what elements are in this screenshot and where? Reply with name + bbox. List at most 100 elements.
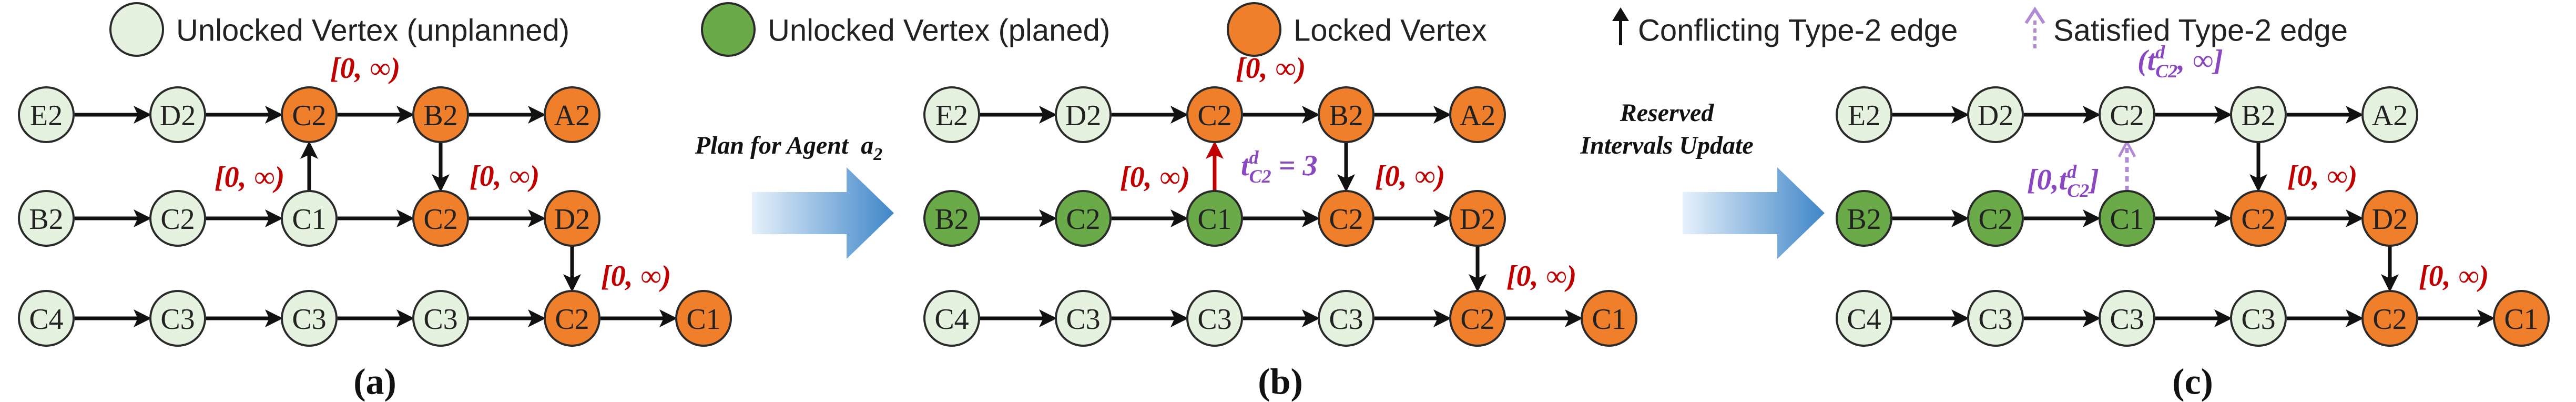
vertex-label: C1: [1592, 303, 1626, 336]
vertex-circle: [1581, 290, 1637, 347]
vertex-label: C2: [1460, 303, 1494, 336]
legend-unplanned-swatch: [109, 2, 164, 57]
vertex-c1-planned: C1: [2099, 190, 2155, 247]
legend-unplanned-label: Unlocked Vertex (unplanned): [176, 14, 569, 48]
vertex-b2-locked: B2: [1318, 86, 1374, 143]
vertex-label: C4: [934, 303, 969, 336]
conflicting-edge-icon: [1612, 7, 1629, 45]
step-reserve-arrow: [1683, 167, 1825, 259]
vertex-label: B2: [423, 99, 457, 132]
vertex-label: C2: [1197, 99, 1231, 132]
vertex-circle: [544, 86, 600, 143]
vertex-c2-locked: C2: [412, 190, 469, 247]
vertex-label: C1: [2504, 303, 2538, 336]
panel-caption: (b): [1258, 362, 1303, 402]
vertex-d2-locked: D2: [1449, 190, 1506, 247]
vertex-c1-unplanned: C1: [281, 190, 338, 247]
interval-c2-bottom: [0, ∞): [2419, 260, 2489, 293]
vertex-label: C4: [1847, 303, 1881, 336]
vertex-circle: [1836, 190, 1892, 247]
vertex-label: C2: [2373, 303, 2407, 336]
vertex-circle: [923, 290, 980, 347]
vertex-c2-locked: C2: [1318, 190, 1374, 247]
vertex-c3-unplanned: C3: [1318, 290, 1374, 347]
vertex-c2-locked: C2: [281, 86, 338, 143]
vertex-circle: [1318, 290, 1374, 347]
vertex-b2-unplanned: B2: [2230, 86, 2287, 143]
vertex-circle: [2361, 290, 2418, 347]
vertex-label: C4: [29, 303, 63, 336]
legend-locked-label: Locked Vertex: [1294, 14, 1487, 48]
legend-conflicting-label: Conflicting Type-2 edge: [1638, 14, 1958, 48]
vertex-label: E2: [1848, 99, 1880, 132]
vertex-c2-planned: C2: [1055, 190, 1112, 247]
vertex-c3-unplanned: C3: [281, 290, 338, 347]
panel-caption: (a): [353, 362, 396, 402]
vertex-c3-unplanned: C3: [149, 290, 206, 347]
legend-planned-label: Unlocked Vertex (planed): [768, 14, 1110, 48]
legend: Unlocked Vertex (unplanned) Unlocked Ver…: [109, 2, 2348, 57]
vertex-c3-unplanned: C3: [1186, 290, 1243, 347]
vertex-label: B2: [934, 203, 969, 236]
vertex-circle: [412, 290, 469, 347]
vertex-circle: [2361, 190, 2418, 247]
vertex-circle: [2099, 86, 2155, 143]
vertex-a2-locked: A2: [544, 86, 600, 143]
vertex-circle: [412, 86, 469, 143]
legend-locked-swatch: [1227, 2, 1281, 57]
vertex-label: C1: [686, 303, 720, 336]
vertex-label: C2: [160, 203, 195, 236]
vertex-label: A2: [1460, 99, 1495, 132]
vertex-label: C3: [292, 303, 326, 336]
vertex-d2-locked: D2: [544, 190, 600, 247]
step-reserve: Reserved Intervals Update: [1580, 99, 1825, 259]
vertex-label: C3: [423, 303, 457, 336]
vertex-circle: [1967, 190, 2024, 247]
vertex-b2-planned: B2: [1836, 190, 1892, 247]
interval-c2-bottom: [0, ∞): [601, 260, 671, 293]
vertex-circle: [1055, 290, 1112, 347]
vertex-c3-unplanned: C3: [2230, 290, 2287, 347]
step-reserve-line2: Intervals Update: [1580, 132, 1753, 159]
vertex-circle: [2230, 190, 2287, 247]
vertex-circle: [1055, 190, 1112, 247]
vertex-circle: [1318, 190, 1374, 247]
vertex-circle: [18, 190, 75, 247]
vertex-d2-unplanned: D2: [1967, 86, 2024, 143]
vertex-circle: [2361, 86, 2418, 143]
vertex-label: B2: [29, 203, 63, 236]
vertex-label: B2: [2241, 99, 2275, 132]
vertex-circle: [149, 86, 206, 143]
step-plan-arrow: [752, 167, 894, 259]
vertex-circle: [281, 86, 338, 143]
vertex-circle: [2493, 290, 2550, 347]
vertex-label: E2: [935, 99, 968, 132]
interval-c1: [0, ∞): [215, 161, 284, 194]
vertex-label: C2: [1329, 203, 1363, 236]
vertex-d2-locked: D2: [2361, 190, 2418, 247]
vertex-e2-unplanned: E2: [18, 86, 75, 143]
vertex-c2-unplanned: C2: [2099, 86, 2155, 143]
vertex-label: C3: [1197, 303, 1231, 336]
vertex-label: C1: [292, 203, 326, 236]
vertex-c2-locked: C2: [2361, 290, 2418, 347]
vertex-c3-unplanned: C3: [1055, 290, 1112, 347]
vertex-circle: [2099, 190, 2155, 247]
vertex-c2-locked: C2: [1186, 86, 1243, 143]
vertex-c1-locked: C1: [1581, 290, 1637, 347]
satisfied-edge-icon: [2024, 6, 2045, 48]
vertex-circle: [1836, 86, 1892, 143]
vertex-label: C3: [1978, 303, 2012, 336]
vertex-label: C3: [160, 303, 195, 336]
vertex-circle: [149, 190, 206, 247]
vertex-circle: [281, 290, 338, 347]
vertex-e2-unplanned: E2: [1836, 86, 1892, 143]
vertex-circle: [2099, 290, 2155, 347]
vertex-label: D2: [554, 203, 590, 236]
legend-satisfied-label: Satisfied Type-2 edge: [2053, 14, 2348, 48]
interval-c2-mid: [0, ∞): [470, 160, 539, 193]
vertex-b2-unplanned: B2: [18, 190, 75, 247]
